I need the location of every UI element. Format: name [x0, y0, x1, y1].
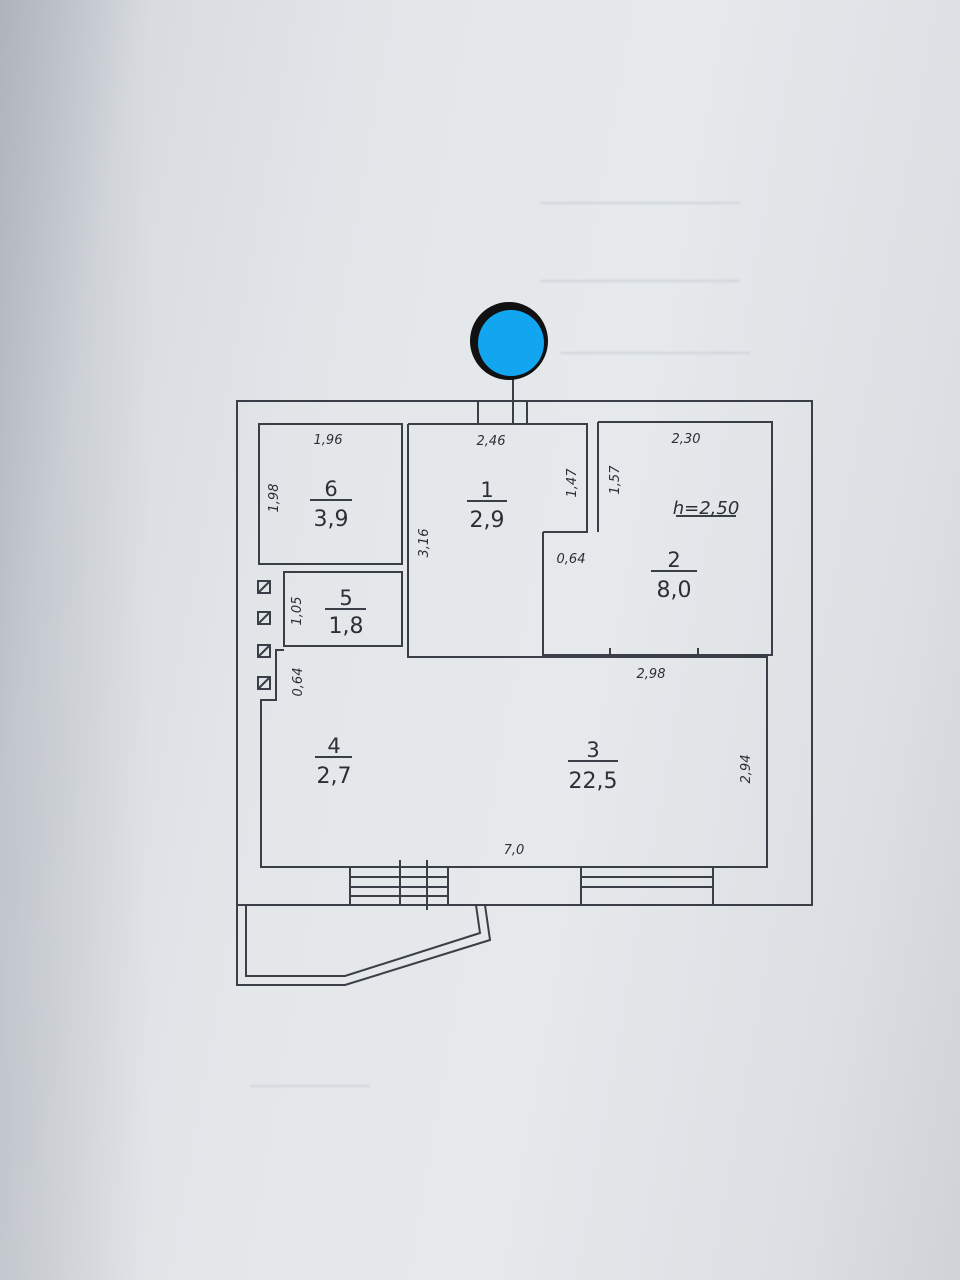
- form-line: [560, 352, 750, 354]
- form-line: [540, 280, 740, 282]
- room-5-outline: [283, 571, 403, 647]
- outer-wall: [236, 400, 813, 906]
- balcony-outer: [236, 904, 492, 986]
- form-line: [250, 1085, 370, 1087]
- room-3-number: 3: [586, 738, 599, 762]
- room-1-area: 2,9: [470, 508, 505, 533]
- room-4-area: 2,7: [317, 764, 352, 789]
- room-2-area: 8,0: [657, 578, 692, 603]
- dim-room3-height: 2,94: [739, 755, 754, 784]
- balcony-inner: [245, 904, 482, 977]
- dim-room6-width: 1,96: [314, 433, 343, 448]
- dim-room3-width: 2,98: [637, 667, 666, 682]
- dim-room2-offset: 0,64: [557, 552, 586, 567]
- dim-room2-niche: 1,57: [608, 465, 623, 495]
- room-1-number: 1: [480, 478, 493, 502]
- room-5-area: 1,8: [329, 614, 364, 639]
- room-4-number: 4: [327, 734, 340, 758]
- vent-ducts: [257, 580, 271, 690]
- window-left: [349, 860, 449, 910]
- location-marker[interactable]: [470, 302, 554, 386]
- room-2-outline: [542, 421, 773, 656]
- window-right: [580, 867, 714, 905]
- dim-room2-width: 2,30: [672, 432, 701, 447]
- dim-room6-height: 1,98: [267, 484, 282, 513]
- dim-room1-height: 3,16: [417, 529, 432, 558]
- room-3-area: 22,5: [569, 769, 618, 794]
- ceiling-height-label: h=2,50: [673, 498, 740, 519]
- dim-total-width: 7,0: [504, 843, 525, 858]
- room-1-outline: [408, 423, 588, 533]
- dim-room5-height: 1,05: [290, 597, 305, 626]
- room-6-area: 3,9: [314, 507, 349, 532]
- dim-room4-offset: 0,64: [291, 668, 306, 697]
- room-3-outline: [260, 649, 768, 868]
- room-6-outline: [258, 423, 403, 565]
- marker-dot: [478, 310, 544, 376]
- room-2-number: 2: [667, 548, 680, 572]
- form-line: [540, 202, 740, 204]
- room-5-number: 5: [339, 586, 352, 610]
- dim-room1-width: 2,46: [477, 434, 506, 449]
- dim-room1-niche: 1,47: [565, 468, 580, 498]
- page-edge-shadow: [0, 0, 150, 1280]
- room-6-number: 6: [324, 477, 337, 501]
